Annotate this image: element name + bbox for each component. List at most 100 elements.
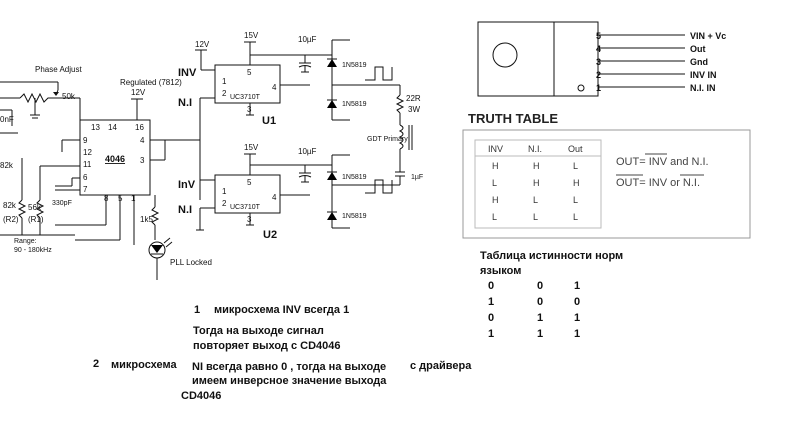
ru-cell: 0 bbox=[573, 296, 581, 308]
tt-row-2: L H H bbox=[492, 178, 580, 188]
r-82k-label: 82k bbox=[3, 201, 17, 210]
pot-value: 50k bbox=[62, 92, 76, 101]
tt-cell: H bbox=[573, 178, 580, 188]
tt-cell: H bbox=[533, 161, 540, 171]
tt-row-4: L L L bbox=[492, 212, 578, 222]
package-mounting-hole bbox=[492, 42, 518, 68]
ru-cell: 0 bbox=[536, 280, 544, 292]
ic-4046-label: 4046 bbox=[105, 154, 125, 164]
u1-ni-label: N.I bbox=[178, 97, 192, 109]
range-value: 90 - 180kHz bbox=[14, 247, 52, 254]
tt-cell: L bbox=[492, 212, 497, 222]
truth-table-title: TRUTH TABLE bbox=[468, 111, 558, 126]
gdt-coil bbox=[398, 124, 404, 150]
u1-inv-label: INV bbox=[178, 67, 197, 79]
u2-pin4: 4 bbox=[272, 193, 277, 202]
tt-cell: L bbox=[573, 195, 578, 205]
tt-formula-2: OUT= INV or N.I. bbox=[616, 177, 700, 189]
r-1k5-label: 1k5 bbox=[140, 215, 153, 224]
u1-diode-top-label: 1N5819 bbox=[342, 62, 367, 69]
u2-diode-top-body bbox=[327, 172, 337, 180]
pkg-pin-label-5: N.I. IN bbox=[690, 83, 716, 93]
tt-cell: L bbox=[533, 195, 538, 205]
ru-cell: 0 bbox=[487, 312, 495, 324]
r1-label: (R1) bbox=[28, 215, 44, 224]
regulated-label: Regulated (7812) bbox=[120, 78, 182, 87]
u1-12v-label: 12V bbox=[195, 40, 210, 49]
u2-chip-body bbox=[214, 174, 281, 214]
note-2-number: 2 bbox=[93, 358, 100, 370]
note-2-line2: имеем инверсное значение выхода bbox=[192, 375, 387, 387]
note-2-mid: NI всегда равно 0 , тогда на выходе bbox=[192, 361, 387, 373]
pkg-pin-num-2: 4 bbox=[596, 44, 601, 54]
u1-waveform bbox=[365, 66, 393, 81]
pkg-pin-label-1: VIN + Vc bbox=[690, 31, 726, 41]
package-pin1-marker bbox=[577, 84, 585, 92]
r2-label: (R2) bbox=[3, 215, 19, 224]
pin-13: 13 bbox=[91, 123, 100, 132]
tt-cell: L bbox=[573, 161, 578, 171]
ru-cell: 1 bbox=[573, 312, 581, 324]
gdt-label: GDT Primary bbox=[367, 136, 408, 143]
truth-table-frame bbox=[462, 129, 751, 239]
note-1-text: микросхема INV всегда 1 bbox=[214, 304, 350, 316]
ru-cell: 1 bbox=[487, 296, 495, 308]
u2-chip-label: UC3710T bbox=[230, 204, 261, 211]
pin-14: 14 bbox=[108, 123, 117, 132]
u1-label: U1 bbox=[262, 115, 276, 127]
r-56k-label: 56k bbox=[28, 203, 42, 212]
u1-15v-label: 15V bbox=[244, 31, 259, 40]
pin-16: 16 bbox=[135, 123, 144, 132]
cap-330pf-label: 330pF bbox=[52, 200, 72, 207]
package-body bbox=[553, 21, 599, 97]
pll-locked-label: PLL Locked bbox=[170, 258, 212, 267]
u1-chip-body bbox=[214, 64, 281, 104]
u1-diode-top-body bbox=[327, 59, 337, 67]
led-symbol bbox=[151, 245, 163, 253]
ru-cell: 1 bbox=[573, 280, 581, 292]
tt-formula-1: OUT= INV and N.I. bbox=[616, 156, 709, 168]
pkg-pin-num-5: 1 bbox=[596, 83, 601, 93]
pkg-pin-label-4: INV IN bbox=[690, 70, 717, 80]
tt-cell: H bbox=[492, 195, 499, 205]
pin-9: 9 bbox=[83, 136, 88, 145]
ru-cell: 0 bbox=[487, 280, 495, 292]
tt-header-out: Out bbox=[568, 144, 583, 154]
u2-diode-bot-label: 1N5819 bbox=[342, 213, 367, 220]
truth-table-grid bbox=[474, 139, 602, 229]
pkg-pin-label-2: Out bbox=[690, 44, 706, 54]
tt-header-inv: INV bbox=[488, 144, 503, 154]
ru-cell: 0 bbox=[536, 296, 544, 308]
u2-15v-label: 15V bbox=[244, 143, 259, 152]
pkg-pin-num-3: 3 bbox=[596, 57, 601, 67]
ru-cell: 1 bbox=[536, 328, 544, 340]
cap-0nf-label: 0nF bbox=[0, 115, 14, 124]
u1-diode-bot-body bbox=[327, 100, 337, 108]
note-2-text: микросхема bbox=[111, 359, 177, 371]
u2-diode-bot-body bbox=[327, 212, 337, 220]
phase-adjust-label: Phase Adjust bbox=[35, 65, 82, 74]
tt-cell: H bbox=[492, 161, 499, 171]
u1-pin5: 5 bbox=[247, 68, 252, 77]
u2-ni-label: N.I bbox=[178, 204, 192, 216]
ru-cell: 1 bbox=[536, 312, 544, 324]
r-82k-top-label: 82k bbox=[0, 161, 14, 170]
pin-7: 7 bbox=[83, 185, 88, 194]
u1-pin2: 2 bbox=[222, 89, 227, 98]
tt-cell: L bbox=[492, 178, 497, 188]
ru-cell: 1 bbox=[487, 328, 495, 340]
pot-wiper-arrow bbox=[53, 92, 59, 96]
tt-header-ni: N.I. bbox=[528, 144, 542, 154]
tt-cell: H bbox=[533, 178, 540, 188]
pkg-pin-label-3: Gnd bbox=[690, 57, 708, 67]
ru-table-title: Таблица истинности норм bbox=[480, 250, 624, 262]
u2-pin5: 5 bbox=[247, 178, 252, 187]
u1-chip-label: UC3710T bbox=[230, 94, 261, 101]
r-22r-label: 22R bbox=[406, 94, 421, 103]
pkg-pin-num-4: 2 bbox=[596, 70, 601, 80]
u2-pin1: 1 bbox=[222, 187, 227, 196]
tt-cell: L bbox=[533, 212, 538, 222]
note-1-line3: повторяет выход с CD4046 bbox=[193, 340, 341, 352]
pin-4: 4 bbox=[140, 136, 145, 145]
